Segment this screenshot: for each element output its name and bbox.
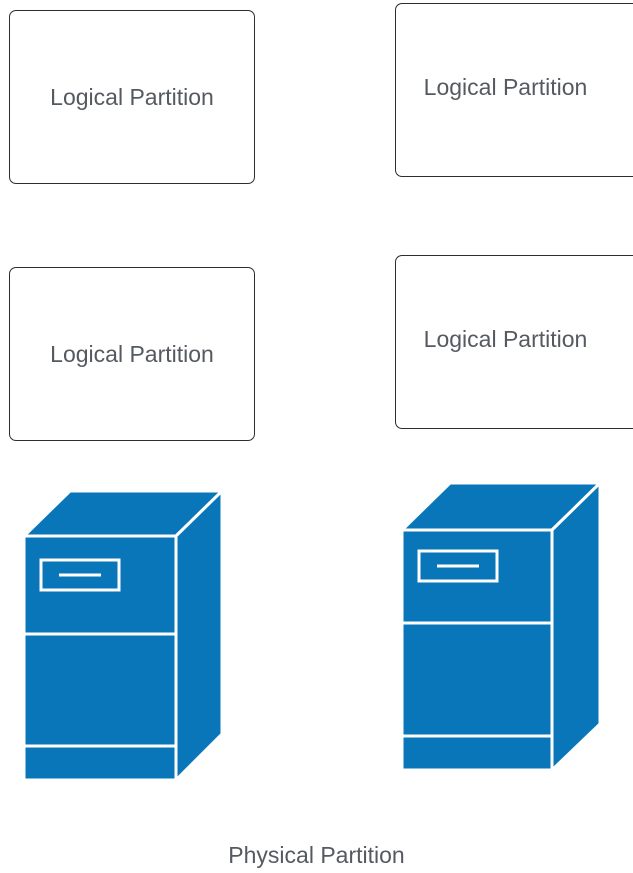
server-tower-icon <box>401 482 601 772</box>
server-tower-icon <box>23 490 223 782</box>
logical-partition-box: Logical Partition <box>395 255 633 429</box>
logical-partition-box: Logical Partition <box>9 267 255 441</box>
logical-partition-box: Logical Partition <box>395 3 633 177</box>
logical-partition-label: Logical Partition <box>423 73 588 100</box>
physical-partition-caption: Physical Partition <box>228 842 405 868</box>
logical-partition-box: Logical Partition <box>9 10 255 184</box>
logical-partition-label: Logical Partition <box>50 340 214 367</box>
logical-partition-label: Logical Partition <box>423 325 588 352</box>
logical-partition-label: Logical Partition <box>50 83 214 110</box>
